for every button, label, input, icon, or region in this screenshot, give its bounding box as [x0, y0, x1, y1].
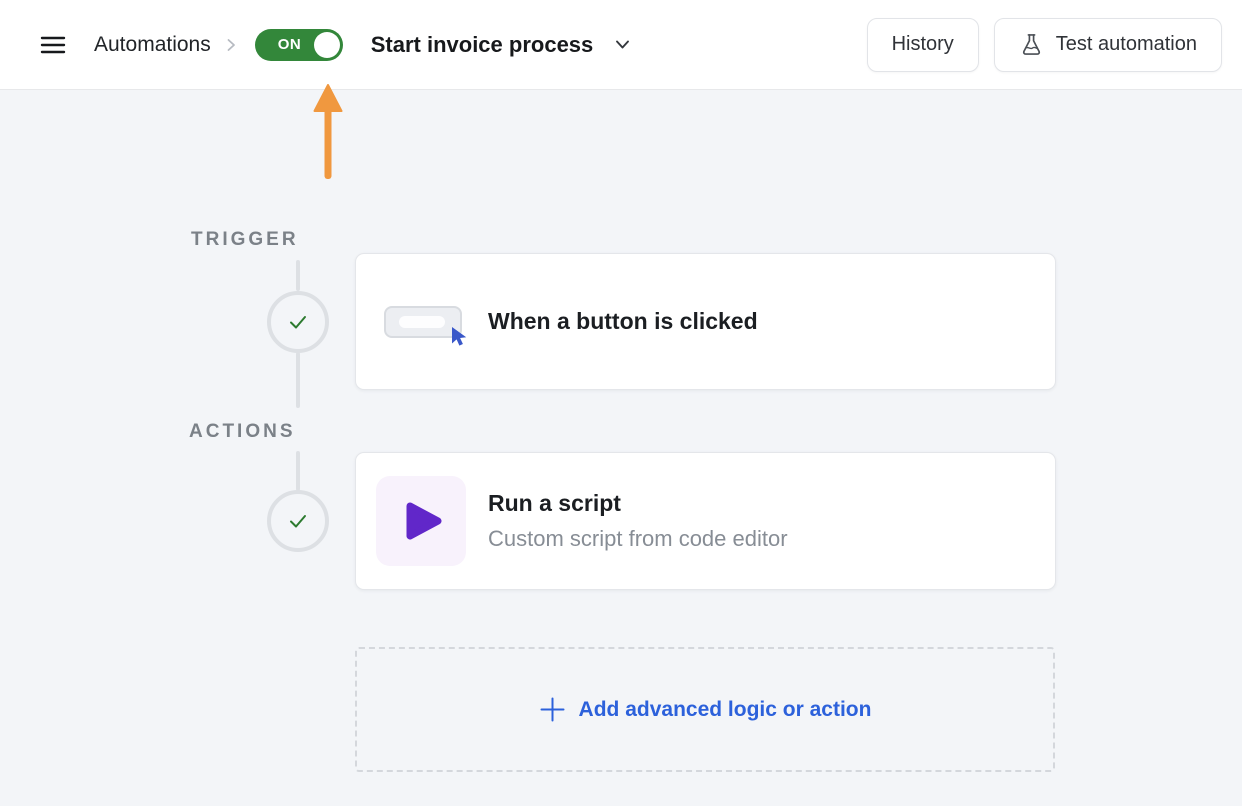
rail-line-segment — [296, 451, 300, 491]
test-automation-button-label: Test automation — [1055, 33, 1197, 55]
action-card-subtitle: Custom script from code editor — [488, 526, 788, 551]
check-icon — [290, 316, 306, 329]
play-icon — [406, 502, 442, 540]
automation-on-toggle[interactable]: ON — [254, 28, 343, 61]
check-icon — [290, 515, 306, 528]
action-card[interactable]: Run a script Custom script from code edi… — [355, 452, 1056, 590]
breadcrumb-automations[interactable]: Automations — [94, 32, 211, 56]
add-action-dropzone[interactable]: Add advanced logic or action — [355, 647, 1055, 772]
rail-line-segment — [296, 260, 300, 291]
automation-title-dropdown[interactable]: Start invoice process — [371, 32, 633, 58]
action-status-circle — [267, 490, 329, 552]
trigger-status-circle — [267, 291, 329, 353]
add-action-inner: Add advanced logic or action — [539, 696, 872, 723]
toggle-state-label: ON — [277, 36, 302, 53]
trigger-card-title: When a button is clicked — [488, 308, 758, 334]
action-card-text: Run a script Custom script from code edi… — [488, 490, 788, 552]
menu-icon[interactable] — [40, 32, 66, 58]
trigger-card[interactable]: When a button is clicked — [355, 253, 1056, 390]
flask-icon — [1019, 32, 1044, 57]
orange-up-arrow — [313, 84, 343, 186]
chevron-right-icon — [223, 37, 239, 53]
cursor-icon — [448, 326, 470, 355]
toggle-knob — [313, 31, 340, 58]
header-bar: Automations ON Start invoice process His… — [0, 0, 1242, 90]
plus-icon — [539, 696, 566, 723]
chevron-down-icon — [613, 35, 632, 54]
history-button[interactable]: History — [866, 17, 979, 72]
actions-section-label: ACTIONS — [189, 421, 296, 442]
automation-title: Start invoice process — [370, 31, 594, 57]
button-click-with-cursor-icon — [384, 305, 467, 346]
rail-line-segment — [296, 352, 300, 408]
button-pill — [399, 315, 445, 328]
action-card-title: Run a script — [488, 490, 621, 516]
add-action-label: Add advanced logic or action — [578, 697, 872, 721]
history-button-label: History — [891, 33, 954, 55]
run-script-icon — [376, 476, 466, 566]
trigger-section-label: TRIGGER — [191, 229, 299, 250]
test-automation-button[interactable]: Test automation — [993, 17, 1222, 72]
